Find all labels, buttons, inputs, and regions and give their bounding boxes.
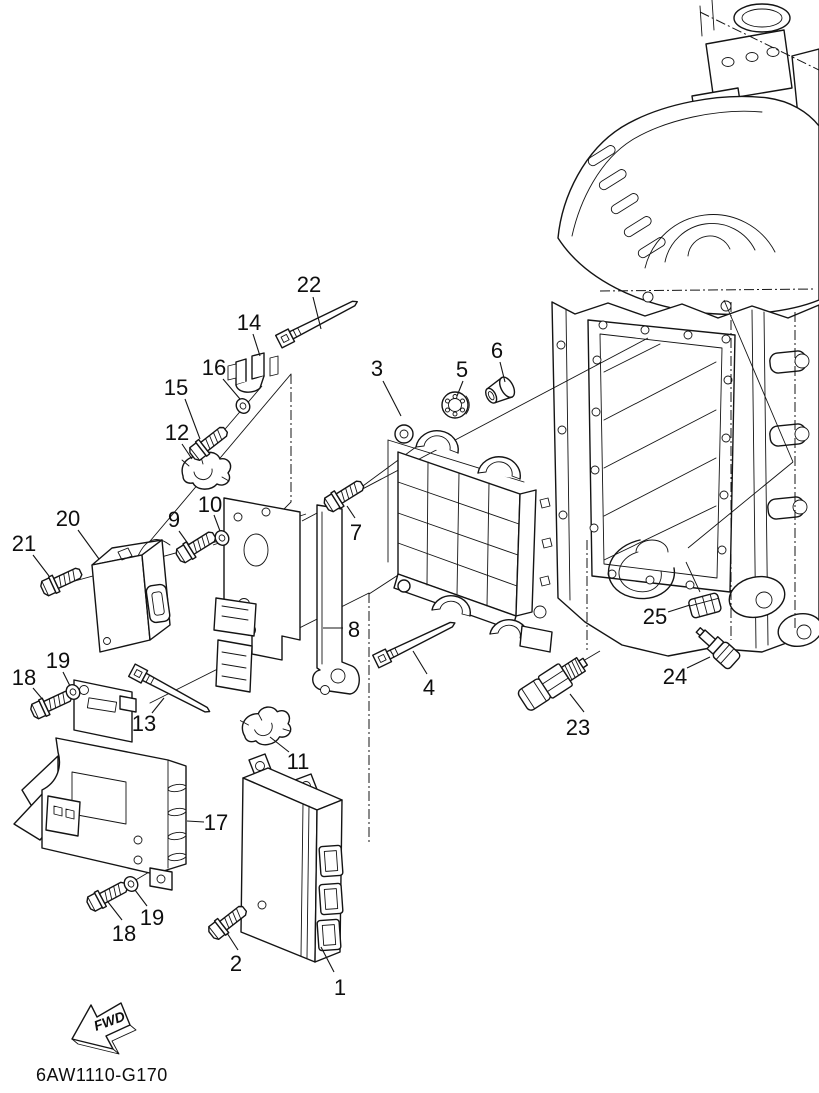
engine-assembly	[551, 0, 819, 657]
callout-number-2: 2	[230, 951, 242, 976]
callout-number-8: 8	[348, 617, 360, 642]
part-21-bolt	[37, 563, 86, 599]
callout-number-19: 19	[46, 648, 70, 673]
callout-leader-12	[181, 443, 193, 460]
callout-leader-22	[312, 296, 322, 330]
drawing-code: 6AW1110-G170	[36, 1065, 168, 1085]
part-12-clamp	[181, 451, 232, 490]
part-18-bolt-lower	[83, 877, 131, 915]
fwd-arrow: FWD	[71, 1002, 137, 1055]
callout-number-6: 6	[491, 338, 503, 363]
part-5-grommet	[441, 391, 470, 419]
callout-leader-25	[667, 604, 691, 613]
callout-leader-14	[252, 333, 261, 357]
callout-leader-9	[178, 530, 190, 546]
callout-number-7: 7	[350, 520, 362, 545]
crankcase-block	[551, 299, 819, 657]
part-7-bolt	[320, 475, 368, 515]
callout-leader-6	[499, 361, 506, 383]
callout-leader-19	[134, 889, 148, 907]
callout-leader-13	[151, 697, 165, 714]
callout-number-10: 10	[198, 492, 222, 517]
callout-number-18: 18	[112, 921, 136, 946]
part-11-clamp	[238, 702, 295, 750]
callout-number-24: 24	[663, 664, 687, 689]
callout-number-14: 14	[237, 310, 261, 335]
callout-number-19: 19	[140, 905, 164, 930]
callout-number-1: 1	[334, 975, 346, 1000]
callout-number-23: 23	[566, 715, 590, 740]
callout-number-20: 20	[56, 506, 80, 531]
part-3-bracket	[387, 424, 553, 653]
part-13-cable-tie	[127, 663, 214, 719]
callout-leader-5	[456, 380, 464, 397]
part-6-collar	[485, 376, 516, 404]
callout-leader-21	[32, 554, 50, 577]
callout-number-3: 3	[371, 356, 383, 381]
callout-leader-11	[269, 736, 290, 753]
callout-number-21: 21	[12, 531, 36, 556]
part-20-relay	[91, 539, 171, 653]
callout-leader-20	[77, 529, 100, 560]
callout-number-13: 13	[132, 711, 156, 736]
callout-leader-19	[62, 671, 71, 687]
part-16-washer	[232, 395, 254, 417]
callout-number-5: 5	[456, 357, 468, 382]
callout-leader-2	[226, 932, 239, 951]
callout-leader-4	[412, 650, 428, 675]
callout-leader-23	[569, 693, 585, 713]
part-17-bracket-assembly	[13, 679, 187, 891]
callout-number-22: 22	[297, 272, 321, 297]
callout-leader-15	[184, 398, 201, 440]
callout-number-4: 4	[423, 675, 435, 700]
callout-leader-1	[320, 946, 335, 973]
callout-number-16: 16	[202, 355, 226, 380]
flywheel-cover	[557, 95, 819, 316]
callout-leader-18	[32, 687, 45, 702]
callout-leader-7	[346, 505, 356, 519]
part-8-bracket-and-plate	[213, 497, 360, 695]
callout-number-12: 12	[165, 420, 189, 445]
callout-leader-24	[686, 656, 711, 669]
callout-leader-16	[222, 378, 241, 400]
callout-labels: 1234567891011121314151617181918192021222…	[12, 272, 711, 1000]
callout-number-15: 15	[164, 375, 188, 400]
callout-number-18: 18	[12, 665, 36, 690]
part-4-cable-tie	[372, 615, 459, 669]
callout-leader-10	[213, 514, 221, 532]
callout-number-9: 9	[168, 507, 180, 532]
callout-number-25: 25	[643, 604, 667, 629]
callout-leader-3	[382, 380, 402, 417]
part-23-oil-pressure-switch	[517, 656, 589, 711]
part-25-cap	[688, 592, 722, 619]
callout-number-17: 17	[204, 810, 228, 835]
callout-leader-18	[107, 901, 123, 921]
part-14-clip	[227, 352, 279, 393]
part-24-sensor	[695, 627, 741, 670]
part-1-ecu	[240, 753, 344, 963]
callout-number-11: 11	[287, 749, 310, 774]
part-22-cable-tie	[274, 294, 362, 349]
callout-leader-17	[186, 820, 205, 823]
